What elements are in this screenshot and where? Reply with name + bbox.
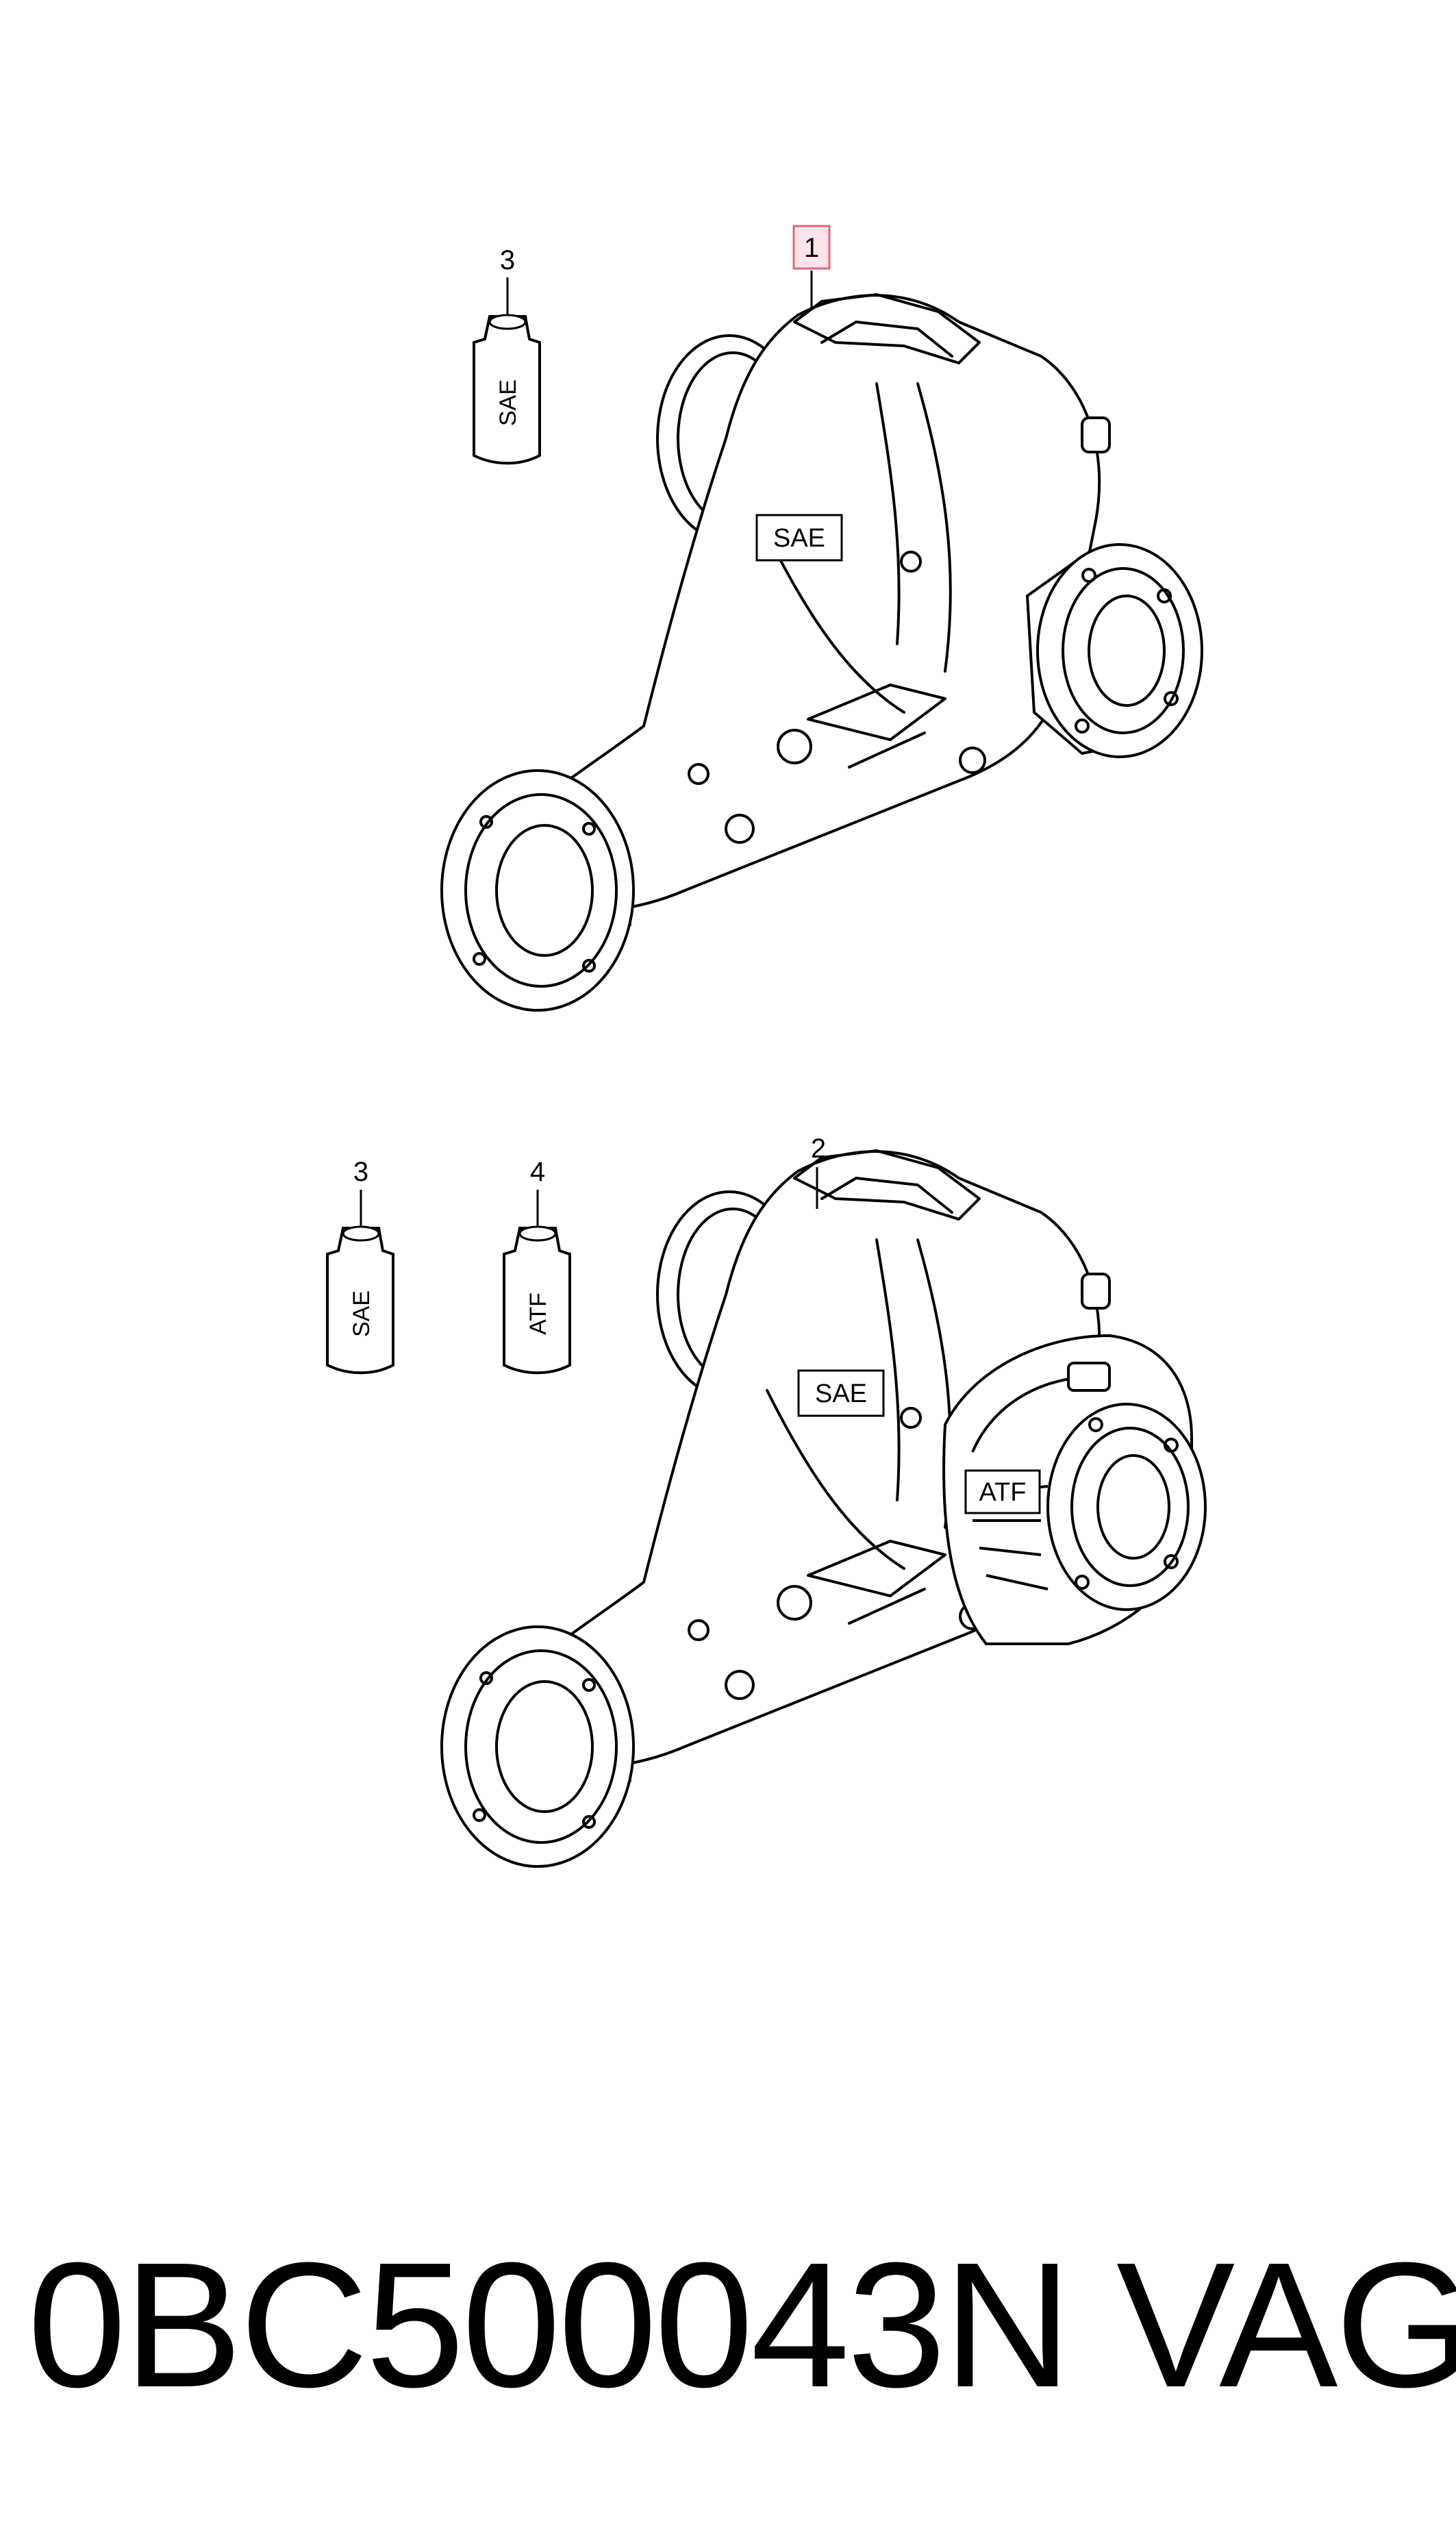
side-cover-label-atf: ATF <box>964 1469 1041 1514</box>
callout-3-lower-number: 3 <box>353 1157 368 1187</box>
part-number: 0BC500043N <box>27 2226 1072 2425</box>
svg-text:ATF: ATF <box>979 1478 1027 1507</box>
callout-4[interactable]: 4 <box>530 1157 545 1187</box>
svg-text:SAE: SAE <box>815 1379 867 1408</box>
callout-3-upper[interactable]: 3 <box>500 245 515 275</box>
bottle-label-sae-lower: SAE <box>349 1290 375 1337</box>
oil-bottle-sae-upper: SAE <box>473 314 541 465</box>
callout-3-lower[interactable]: 3 <box>353 1157 368 1187</box>
callout-1[interactable]: 1 <box>792 225 831 270</box>
housing-label-sae-lower: SAE <box>797 1369 885 1417</box>
bottle-label-atf: ATF <box>525 1292 551 1335</box>
rear-differential-assembly-1 <box>440 293 1203 1012</box>
callout-1-number: 1 <box>804 233 819 263</box>
bottle-label-sae-upper: SAE <box>495 379 521 426</box>
housing-label-sae-upper: SAE <box>755 514 843 562</box>
oil-bottle-sae-lower: SAE <box>326 1225 394 1375</box>
brand-name: VAG <box>1116 2226 1456 2425</box>
callout-4-number: 4 <box>530 1157 545 1187</box>
callout-1-highlight <box>792 225 831 270</box>
callout-2[interactable]: 2 <box>811 1134 826 1164</box>
svg-text:SAE: SAE <box>773 524 825 553</box>
callout-2-number: 2 <box>811 1134 826 1164</box>
callout-3-upper-number: 3 <box>500 245 515 275</box>
oil-bottle-atf: ATF <box>503 1225 571 1375</box>
